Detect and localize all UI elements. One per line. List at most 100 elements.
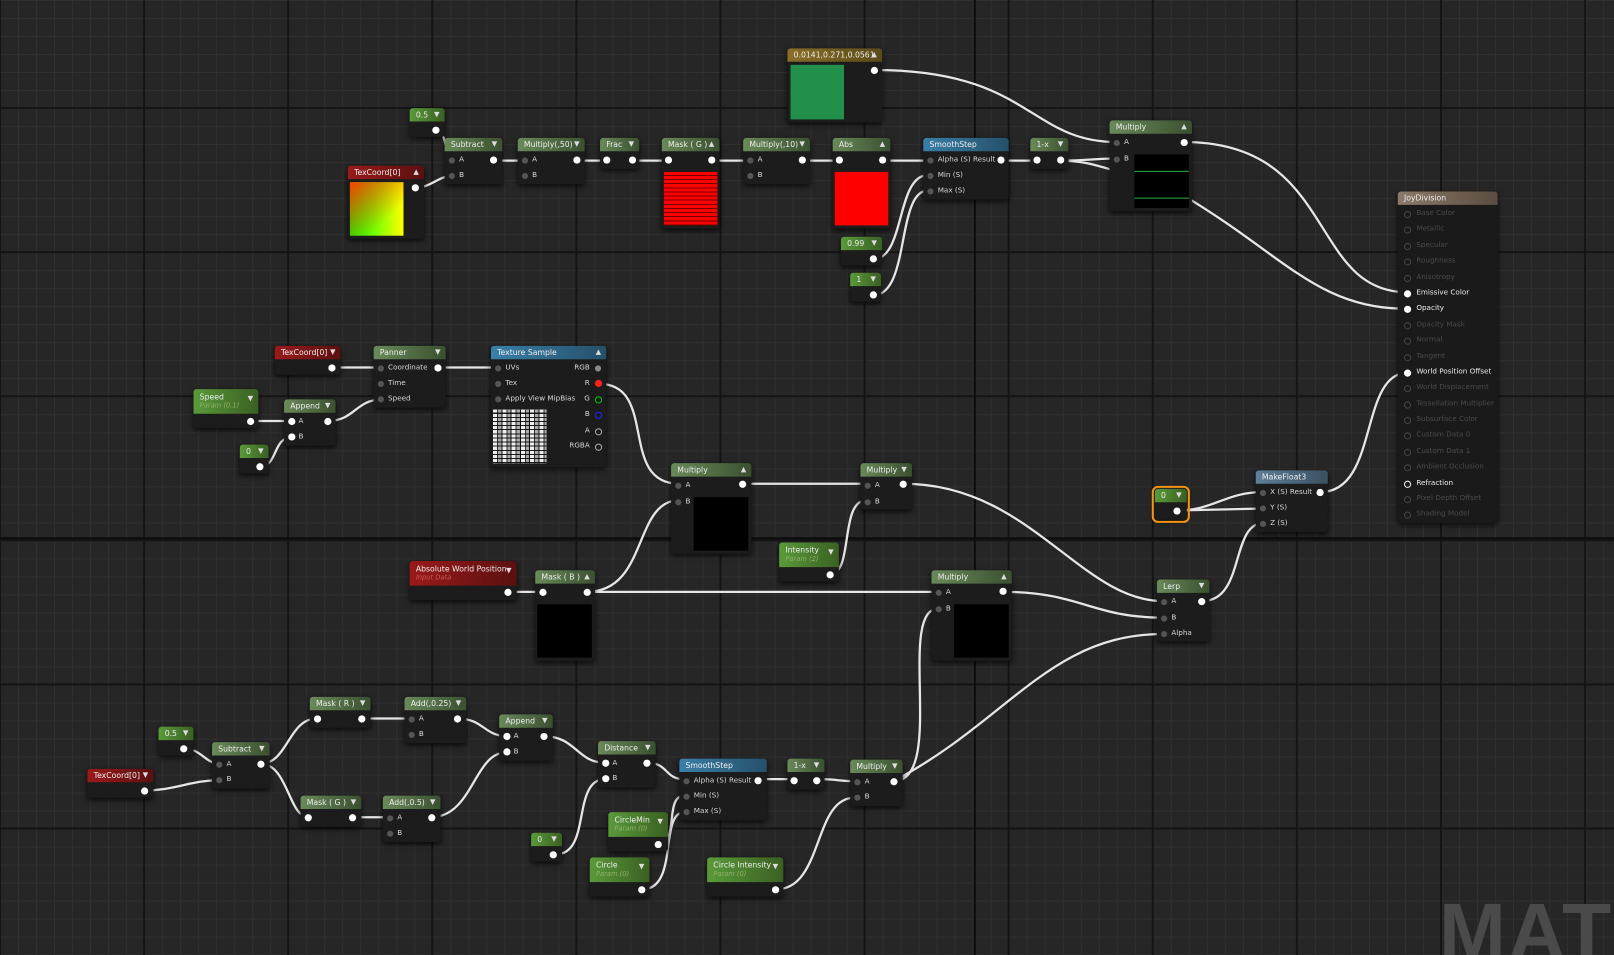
input-pin[interactable]	[1403, 321, 1412, 330]
output-pin[interactable]	[411, 184, 419, 192]
constant-node-selected[interactable]: 0▼	[1151, 485, 1190, 523]
output-pin[interactable]	[324, 417, 332, 426]
input-pin-b[interactable]	[1161, 615, 1168, 622]
input-pin-b[interactable]	[448, 172, 455, 180]
add-node[interactable]: Add(,0.5)▼ A B	[382, 795, 441, 842]
input-pin-a[interactable]	[503, 732, 511, 741]
result-pin-row[interactable]: Opacity	[1398, 301, 1498, 317]
input-pin[interactable]	[1033, 156, 1041, 164]
output-pin[interactable]	[257, 760, 265, 768]
input-pin[interactable]	[790, 777, 798, 785]
output-pin[interactable]	[654, 840, 662, 849]
input-pin[interactable]	[1403, 337, 1412, 345]
output-pin[interactable]	[1173, 507, 1181, 515]
collapse-arrow-icon[interactable]: ▲	[740, 465, 747, 474]
collapse-arrow-icon[interactable]: ▲	[1001, 572, 1007, 581]
input-pin-tex[interactable]	[495, 380, 502, 388]
input-pin-a[interactable]	[1113, 139, 1120, 147]
result-pin-row[interactable]: Custom Data 0	[1398, 428, 1498, 444]
result-pin-row[interactable]: Ambient Occlusion	[1398, 459, 1498, 475]
input-pin[interactable]	[1403, 274, 1412, 282]
input-pin[interactable]	[1403, 353, 1412, 361]
result-pin-row[interactable]: Tessellation Multiplier	[1398, 396, 1498, 412]
result-pin-row[interactable]: Shading Model	[1398, 507, 1498, 523]
input-pin[interactable]	[603, 156, 611, 164]
input-pin-a[interactable]	[408, 716, 415, 723]
input-pin-b[interactable]	[408, 731, 415, 739]
input-pin-time[interactable]	[377, 380, 384, 388]
chevron-down-icon[interactable]: ▼	[871, 238, 877, 248]
component-mask-node[interactable]: Mask ( R )▼	[309, 696, 371, 728]
input-pin[interactable]	[664, 156, 673, 164]
result-pin-row[interactable]: Specular	[1398, 238, 1498, 254]
constant-node[interactable]: 0.5▼	[409, 108, 445, 137]
chevron-down-icon[interactable]: ▼	[644, 743, 651, 752]
multiply-node[interactable]: Multiply▲ A B	[671, 463, 752, 554]
multiply-node[interactable]: Multiply(,10)▼ A B	[743, 137, 811, 185]
input-pin-z[interactable]	[1259, 520, 1267, 528]
result-pin-row[interactable]: Roughness	[1398, 253, 1498, 269]
output-pin[interactable]	[453, 715, 462, 723]
output-pin[interactable]	[826, 571, 834, 579]
chevron-down-icon[interactable]: ▼	[433, 110, 440, 119]
input-pin-b[interactable]	[602, 775, 610, 783]
constant-node[interactable]: 1▼	[850, 272, 882, 302]
result-pin-row[interactable]: Emissive Color	[1398, 285, 1498, 301]
input-pin-b[interactable]	[935, 606, 942, 613]
output-pin-b[interactable]	[594, 411, 603, 419]
input-pin-b[interactable]	[675, 499, 682, 506]
input-pin-b[interactable]	[503, 748, 511, 756]
input-pin-a[interactable]	[935, 589, 942, 596]
output-pin[interactable]	[638, 886, 646, 894]
output-pin-g[interactable]	[594, 396, 603, 404]
input-pin-alpha[interactable]	[1161, 630, 1168, 638]
input-pin-max[interactable]	[683, 809, 690, 816]
chevron-down-icon[interactable]: ▼	[828, 547, 834, 556]
input-pin[interactable]	[1403, 306, 1412, 314]
input-pin-a[interactable]	[216, 761, 223, 768]
input-pin[interactable]	[1403, 385, 1412, 393]
input-pin-a[interactable]	[1161, 599, 1168, 606]
chevron-down-icon[interactable]: ▼	[628, 139, 635, 149]
output-pin[interactable]	[628, 156, 637, 164]
output-pin[interactable]	[869, 291, 877, 299]
output-pin[interactable]	[1180, 138, 1188, 147]
constant-node[interactable]: 0.5▼	[158, 726, 194, 756]
output-pin[interactable]	[180, 745, 188, 753]
output-pin[interactable]	[256, 463, 264, 471]
chevron-down-icon[interactable]: ▼	[573, 139, 580, 149]
collapse-arrow-icon[interactable]: ▲	[584, 572, 590, 581]
input-pin[interactable]	[1403, 401, 1412, 409]
output-pin[interactable]	[428, 814, 436, 822]
result-pin-row[interactable]: Base Color	[1398, 206, 1498, 222]
smoothstep-node[interactable]: SmoothStep Alpha (S) Result Min (S) Max …	[679, 758, 767, 821]
output-pin[interactable]	[489, 156, 498, 164]
input-pin-min[interactable]	[927, 172, 934, 180]
output-pin[interactable]	[573, 156, 581, 164]
output-pin[interactable]	[1316, 488, 1324, 497]
output-pin[interactable]	[358, 715, 366, 723]
multiply-node[interactable]: Multiply▲ A B	[931, 570, 1012, 661]
chevron-down-icon[interactable]: ▼	[350, 797, 357, 806]
output-pin-a[interactable]	[594, 428, 603, 436]
chevron-down-icon[interactable]: ▼	[870, 274, 876, 284]
lerp-node[interactable]: Lerp▼ A B Alpha	[1156, 579, 1210, 642]
input-pin-a[interactable]	[521, 157, 529, 164]
subtract-node[interactable]: Subtract▼ A B	[212, 742, 270, 789]
output-pin[interactable]	[771, 886, 780, 894]
collapse-arrow-icon[interactable]: ▲	[879, 139, 886, 149]
append-node[interactable]: Append▼ A B	[284, 399, 336, 446]
chevron-down-icon[interactable]: ▼	[324, 401, 331, 410]
input-pin[interactable]	[1403, 369, 1412, 377]
output-pin[interactable]	[540, 732, 548, 741]
output-pin[interactable]	[1057, 156, 1065, 164]
subtract-node[interactable]: Subtract▼ A B	[444, 137, 503, 185]
chevron-down-icon[interactable]: ▼	[257, 446, 264, 455]
chevron-down-icon[interactable]: ▼	[772, 862, 779, 871]
result-pin-row[interactable]: World Displacement	[1398, 380, 1498, 396]
input-pin[interactable]	[1403, 480, 1412, 488]
collapse-arrow-icon[interactable]: ▲	[413, 167, 419, 177]
